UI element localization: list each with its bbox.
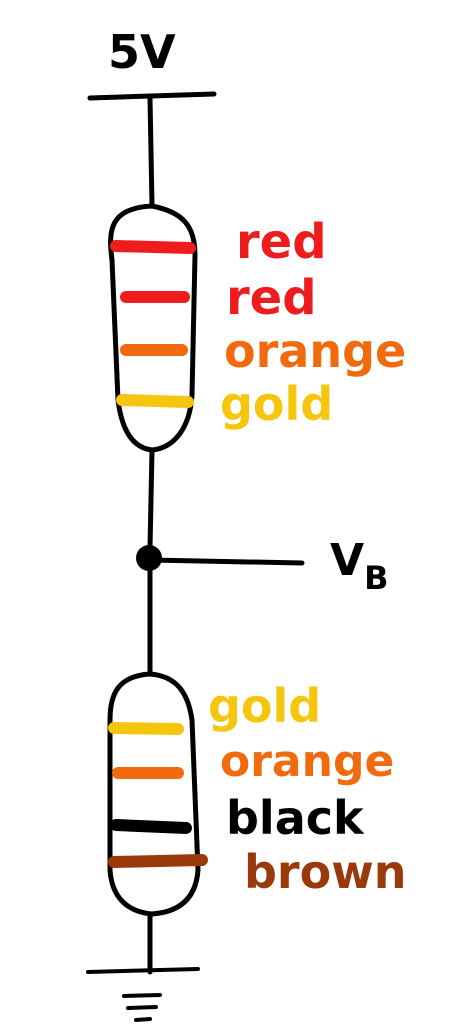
bottom-band-4-label: brown (244, 845, 406, 899)
top-band-3-label: orange (224, 324, 406, 378)
top-band-1 (110, 240, 196, 254)
bottom-band-1 (108, 722, 184, 735)
bottom-band-3 (110, 819, 192, 834)
top-band-2-label: red (226, 270, 317, 326)
junction-dot (136, 545, 162, 571)
top-resistor (108, 203, 198, 453)
ground-symbol (86, 967, 200, 1022)
supply-rail (87, 91, 217, 101)
supply-label: 5V (108, 25, 176, 79)
output-label: VB (330, 535, 388, 597)
bottom-band-3-label: black (226, 791, 365, 845)
output-wire (147, 557, 305, 566)
bottom-resistor (107, 671, 208, 917)
top-band-1-label: red (236, 214, 327, 270)
top-band-4-label: gold (220, 377, 333, 431)
output-label-main: V (330, 535, 364, 586)
bottom-band-2-label: orange (220, 736, 394, 787)
top-band-4 (116, 394, 194, 408)
supply-wire (147, 95, 155, 208)
bottom-resistor-body (107, 671, 201, 917)
bottom-band-1-label: gold (208, 679, 321, 733)
bottom-band-4 (108, 854, 208, 868)
output-label-sub: B (364, 559, 388, 597)
